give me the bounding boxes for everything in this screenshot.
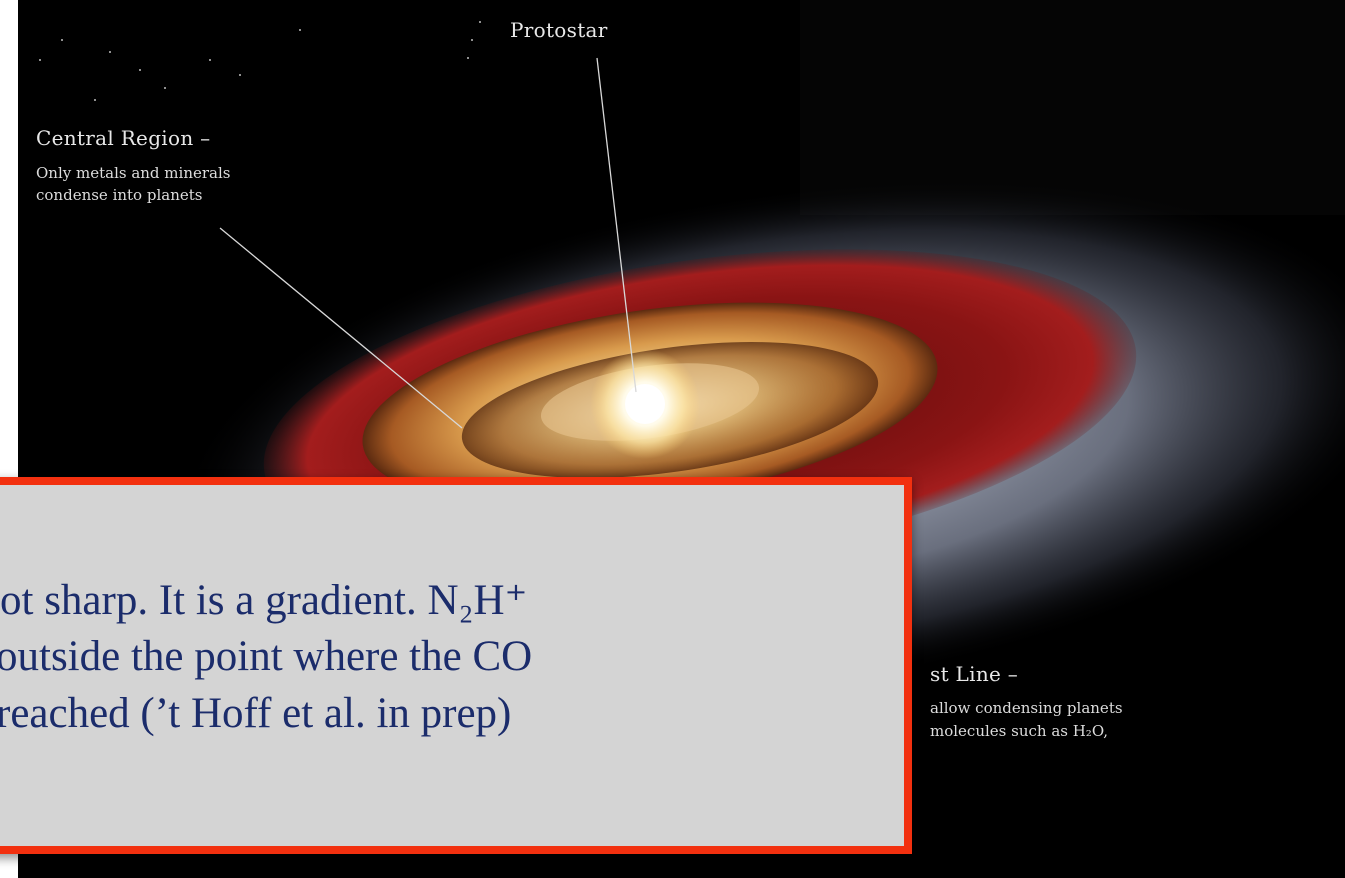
frost-line-line1: allow condensing planets xyxy=(930,699,1123,717)
annotation-callout-box: ot sharp. It is a gradient. N₂H⁺ outside… xyxy=(0,477,912,854)
callout-text-3: reached (’t Hoff et al. in prep) xyxy=(0,690,512,737)
callout-text-2: outside the point where the CO xyxy=(0,633,533,680)
frost-line-line2: molecules such as H₂O, xyxy=(930,722,1109,740)
upper-right-shadow xyxy=(800,0,1345,215)
central-region-line2: condense into planets xyxy=(36,186,203,204)
frost-line-title: st Line – xyxy=(930,662,1019,686)
background-stars xyxy=(39,21,481,101)
central-region-pointer xyxy=(219,227,463,429)
protostar-label: Protostar xyxy=(510,18,608,42)
protostar-pointer xyxy=(596,57,637,393)
central-region-title: Central Region – xyxy=(36,126,211,150)
central-region-line1: Only metals and minerals xyxy=(36,164,231,182)
callout-text-1: ot sharp. It is a gradient. N₂H⁺ xyxy=(0,577,528,624)
white-margin-left xyxy=(0,0,18,470)
protostar-core xyxy=(625,384,665,424)
